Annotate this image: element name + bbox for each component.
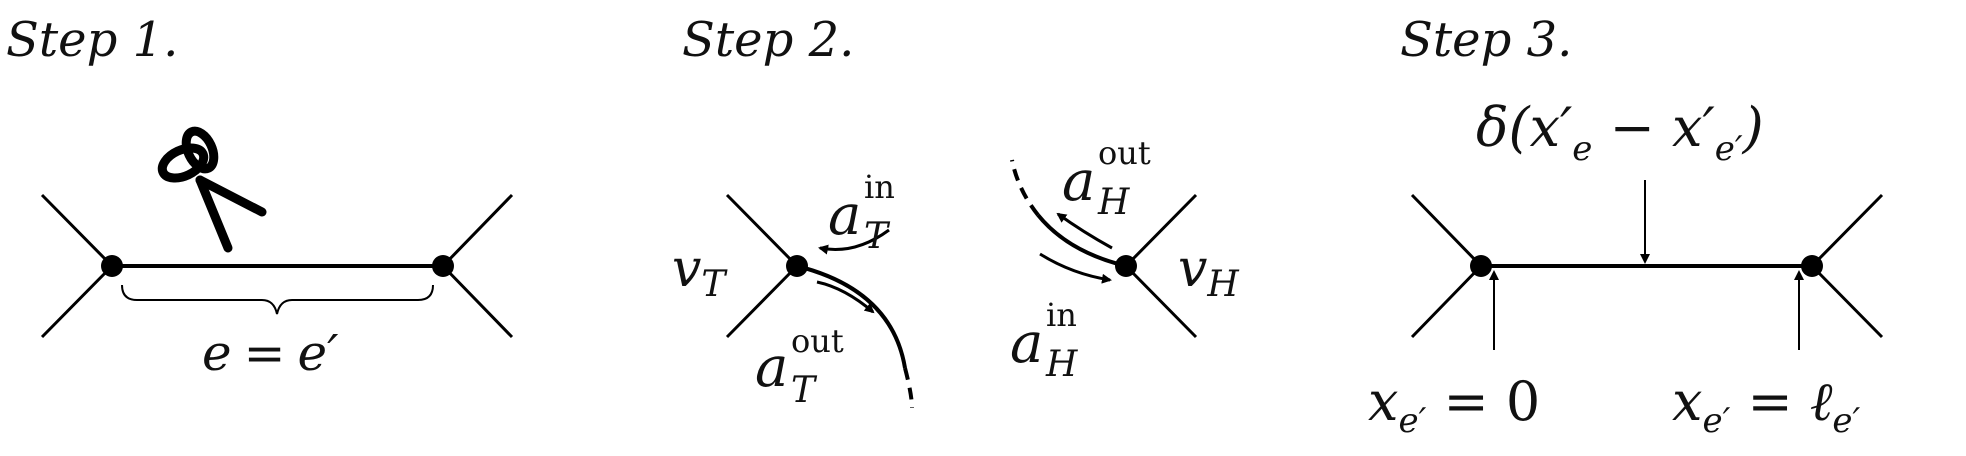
label-a-T-in: a xyxy=(828,183,861,248)
x-zero-label: xe′ = 0 xyxy=(1368,370,1540,441)
label-a-H-in-sup: in xyxy=(1046,296,1077,334)
arrow-a-T-out xyxy=(816,280,875,314)
arrow-a-T-in xyxy=(818,228,890,255)
label-a-H-in: a xyxy=(1010,311,1043,376)
vertex-dot xyxy=(1470,255,1492,277)
vertex-dot xyxy=(1801,255,1823,277)
cut-half-edge-H-dashed xyxy=(1010,159,1040,217)
label-a-T-out: a xyxy=(755,335,788,400)
half-edge-line xyxy=(441,264,514,339)
cut-half-edge-T-dashed xyxy=(903,367,914,409)
vertex-dot xyxy=(101,255,123,277)
cut-half-edge-H xyxy=(1036,213,1127,268)
label-a-H-out-sub: H xyxy=(1097,182,1130,223)
edge-label: e=e′ xyxy=(202,324,339,382)
label-a-T-out-sup: out xyxy=(791,322,844,360)
step-2-title: Step 2. xyxy=(682,12,854,68)
half-edge-line xyxy=(1124,264,1198,339)
half-edge-line xyxy=(725,264,799,339)
label-v-H: vH xyxy=(1178,239,1239,305)
delta-label: δ(x′e − x′e′) xyxy=(1476,96,1764,169)
underbrace xyxy=(121,284,434,315)
half-edge-line xyxy=(441,193,514,268)
half-edge-line xyxy=(1810,193,1884,268)
panel-2: vT a in T a out T vH a out H a in H xyxy=(672,134,1239,411)
half-edge-line xyxy=(40,193,114,268)
half-edge-line xyxy=(1810,264,1884,339)
label-a-T-in-sub: T xyxy=(864,216,891,257)
x-length-label: xe′ = ℓe′ xyxy=(1672,370,1861,441)
label-a-T-in-sup: in xyxy=(864,168,895,206)
label-a-H-in-sub: H xyxy=(1045,344,1078,385)
label-a-T-out-sub: T xyxy=(791,370,818,411)
label-a-H-out: a xyxy=(1062,149,1095,214)
half-edge-line xyxy=(40,264,114,339)
label-v-T: vT xyxy=(672,239,728,305)
panel-1: e=e′ xyxy=(40,126,514,382)
half-edge-line xyxy=(1410,193,1483,268)
step-1-title: Step 1. xyxy=(6,12,178,68)
arrow-a-H-in xyxy=(1039,252,1112,284)
vertex-dot xyxy=(432,255,454,277)
panel-3: δ(x′e − x′e′) xe′ = 0 xe′ = ℓe′ xyxy=(1368,96,1884,441)
half-edge-line xyxy=(1124,193,1198,268)
half-edge-line xyxy=(725,193,799,268)
arrow-a-H-out xyxy=(1056,212,1113,250)
step-3-title: Step 3. xyxy=(1400,12,1572,68)
label-a-H-out-sup: out xyxy=(1098,134,1151,172)
half-edge-line xyxy=(1410,264,1483,339)
scissors-icon xyxy=(157,126,267,253)
